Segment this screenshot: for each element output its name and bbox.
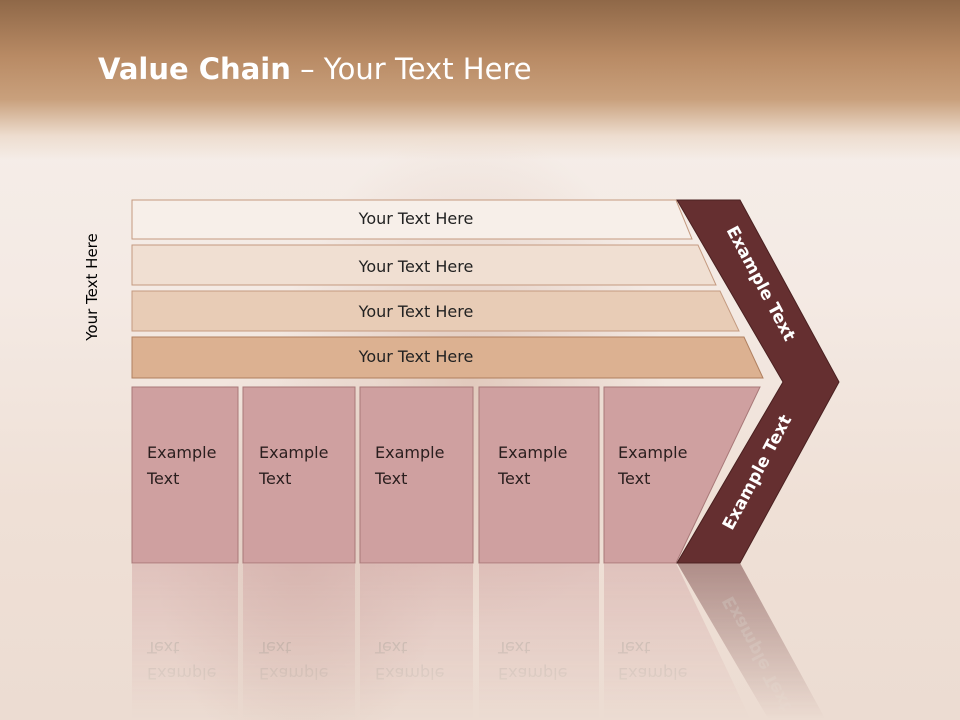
reflection-box-5-line1: Example [618,664,687,683]
box-4-line2: Text [497,469,530,488]
box-1-line2: Text [146,469,179,488]
reflection-box-3-line1: Example [375,664,444,683]
bar-2-label: Your Text Here [358,257,474,276]
box-2[interactable] [242,386,356,564]
reflection-box-2 [243,563,355,720]
reflection-box-3 [360,563,473,720]
box-3-line1: Example [375,443,444,462]
reflection-chevron [677,563,826,720]
page-title: Value Chain – Your Text Here [98,52,532,96]
bar-4[interactable] [131,336,764,379]
header-band [0,0,960,160]
reflection-box-5-line2: Text [617,638,650,657]
bar-1-label: Your Text Here [358,209,474,228]
reflection-group: Example Text Example Text Example Text E… [132,563,826,720]
bar-3[interactable] [131,290,740,332]
reflection-box-2-line2: Text [258,638,291,657]
reflection-box-4-line2: Text [497,638,530,657]
reflection-box-1-line1: Example [147,664,216,683]
box-5-line1: Example [618,443,687,462]
box-2-line1: Example [259,443,328,462]
title-bold: Value Chain [98,52,291,86]
reflection-box-3-line2: Text [374,638,407,657]
bar-4-label: Your Text Here [358,347,474,366]
bars-group: Your Text Here Your Text Here Your Text … [131,199,764,379]
title-rest: – Your Text Here [290,52,532,86]
reflection-box-1-line2: Text [146,638,179,657]
boxes-group: Example Text Example Text Example Text E… [131,386,761,564]
bar-2[interactable] [131,244,717,286]
reflection-box-4-line1: Example [498,664,567,683]
box-1-line1: Example [147,443,216,462]
reflection-box-2-line1: Example [259,664,328,683]
reflection-box-4 [479,563,599,720]
box-4[interactable] [478,386,600,564]
box-4-line1: Example [498,443,567,462]
reflection-box-1 [132,563,238,720]
reflection-box-5 [604,563,751,720]
bar-1[interactable] [131,199,693,240]
box-3[interactable] [359,386,474,564]
bar-3-label: Your Text Here [358,302,474,321]
box-5-line2: Text [617,469,650,488]
box-3-line2: Text [374,469,407,488]
box-1[interactable] [131,386,239,564]
box-2-line2: Text [258,469,291,488]
